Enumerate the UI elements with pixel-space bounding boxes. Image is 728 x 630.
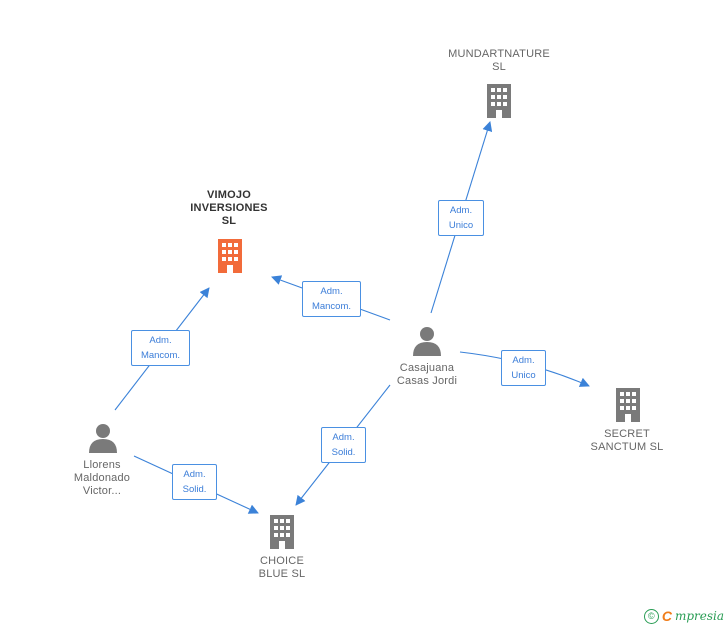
edge-label-line: Mancom. [140,350,181,361]
edge-label-llorens-vimojo: Adm. Mancom. [131,330,190,366]
edge-label-casajuana-choice: Adm. Solid. [321,427,366,463]
node-label: Llorens [83,459,121,471]
node-label: SL [492,61,506,73]
edge-label-line: Mancom. [311,301,352,312]
node-label: Casajuana [399,362,455,374]
edge-label-line: Adm. [332,432,355,443]
edge-label-line: Adm. [512,355,535,366]
logo-letter: C [661,608,672,624]
node-label: BLUE SL [258,568,306,580]
node-label: Casas Jordi [396,375,458,387]
building-icon [616,388,640,422]
edge-label-line: Adm. [320,286,343,297]
node-label: MUNDARTNATURE [448,48,550,60]
copyright-icon: © [643,608,659,624]
edge-label-line: Adm. [449,205,473,216]
node-label: VIMOJO [207,189,251,201]
edge-label-line: Unico [511,370,536,381]
node-label: CHOICE [260,555,304,567]
node-choice-blue[interactable]: CHOICE BLUE SL [232,555,332,581]
node-label: INVERSIONES [190,202,268,214]
node-label: SECRET [604,428,650,440]
building-icon [218,239,242,273]
person-icon [413,327,441,356]
person-icon [89,424,117,453]
building-icon [270,515,294,549]
edge-label-line: Solid. [331,447,356,458]
edge-label-casajuana-mundartnature: Adm. Unico [438,200,484,236]
node-secret-sanctum[interactable]: SECRET SANCTUM SL [574,428,680,454]
node-mundartnature[interactable]: MUNDARTNATURE SL [430,48,568,74]
edge-label-llorens-choice: Adm. Solid. [172,464,217,500]
node-label: SL [221,215,237,227]
edge-label-line: Solid. [182,484,207,495]
node-label: Maldonado [73,472,131,484]
edge-label-casajuana-vimojo: Adm. Mancom. [302,281,361,317]
edge-label-line: Adm. [183,469,206,480]
logo-text: mpresia [674,609,724,623]
node-vimojo-inversiones[interactable]: VIMOJO INVERSIONES SL [170,189,288,228]
node-llorens[interactable]: Llorens Maldonado Victor... [50,459,154,498]
node-casajuana[interactable]: Casajuana Casas Jordi [375,362,479,388]
edge-label-casajuana-secret: Adm. Unico [501,350,546,386]
edge-label-line: Unico [448,220,474,231]
building-icon [487,84,511,118]
edge-label-line: Adm. [149,335,172,346]
node-label: Victor... [82,485,122,497]
node-label: SANCTUM SL [590,441,664,453]
